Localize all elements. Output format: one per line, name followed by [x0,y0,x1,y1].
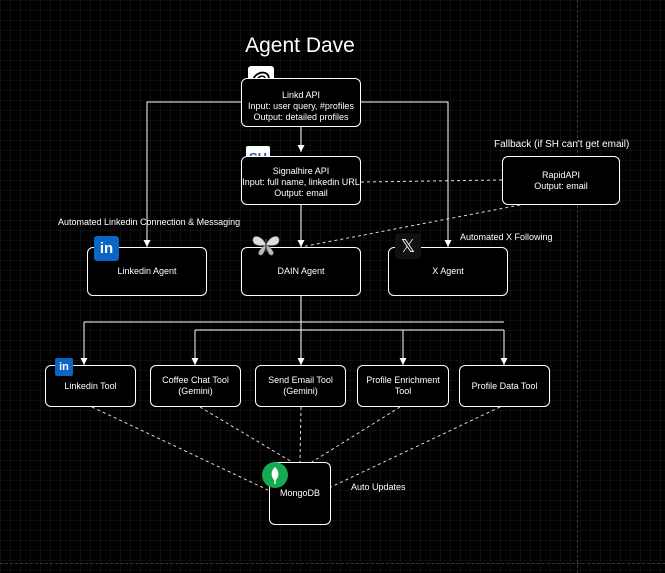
automated-linkedin-label: Automated Linkedin Connection & Messagin… [58,217,241,227]
x-logo-text: 𝕏 [400,235,416,257]
profile-enrichment-tool-node[interactable]: Profile Enrichment Tool [357,365,449,407]
linkd-api-node[interactable]: Linkd API Input: user query, #profiles O… [241,78,361,127]
profile-data-tool-title: Profile Data Tool [471,380,538,391]
mongodb-leaf-icon [262,462,288,488]
edge-dain-tools [84,296,504,331]
edge-rapidapi-dain [300,204,521,248]
profile-data-tool-node[interactable]: Profile Data Tool [459,365,550,407]
page-break-horizontal [0,563,665,564]
edge-linkedin-tool-mongodb [91,406,269,491]
edge-coffee-tool-mongodb [199,406,293,463]
edge-profile-data-tool-mongodb [330,406,501,488]
linkedin-logo-icon: in [94,236,119,261]
signalhire-api-input: Input: full name, linkedin URL [242,177,360,187]
rapidapi-node[interactable]: RapidAPI Output: email [502,156,620,205]
dain-agent-title: DAIN Agent [277,266,325,276]
rapidapi-output: Output: email [534,180,588,191]
edge-enrichment-tool-mongodb [311,406,401,463]
fallback-label: Fallback (if SH can't get email) [494,139,630,150]
profile-enrichment-tool-title: Profile Enrichment Tool [366,375,440,396]
rapidapi-title: RapidAPI [541,169,581,180]
auto-updates-label: Auto Updates [351,482,406,492]
edge-fallback-rapidapi [360,179,503,183]
linkedin-agent-title: Linkedin Agent [117,266,177,276]
page-title: Agent Dave [245,34,355,57]
coffee-chat-tool-node[interactable]: Coffee Chat Tool (Gemini) [150,365,241,407]
coffee-chat-tool-model: (Gemini) [178,386,213,396]
automated-x-label: Automated X Following [460,232,553,242]
coffee-chat-tool-title: Coffee Chat Tool [162,375,229,385]
signalhire-api-title: Signalhire API [272,166,330,176]
x-logo-icon: 𝕏 [395,233,421,259]
linkd-api-output: Output: detailed profiles [253,112,349,122]
linkedin-logo-text: in [99,240,114,257]
send-email-tool-title: Send Email Tool [268,375,333,385]
linkedin-tool-title: Linkedin Tool [64,380,117,391]
send-email-tool-model: (Gemini) [283,386,318,396]
edge-linkd-linkedin-agent [143,101,241,247]
send-email-tool-node[interactable]: Send Email Tool (Gemini) [255,365,346,407]
x-agent-title: X Agent [432,266,464,276]
page-break-vertical [577,0,578,573]
signalhire-api-node[interactable]: Signalhire API Input: full name, linkedi… [241,156,361,205]
butterfly-icon [250,233,282,257]
edge-email-tool-mongodb [299,406,302,463]
mongodb-title: MongoDB [279,488,321,498]
linkedin-tool-logo-icon: in [55,358,73,376]
signalhire-api-output: Output: email [274,188,328,198]
linkedin-tool-logo-text: in [59,361,69,373]
linkd-api-title: Linkd API [281,90,321,100]
edge-linkd-x-agent [361,101,452,247]
linkd-api-input: Input: user query, #profiles [248,101,354,111]
